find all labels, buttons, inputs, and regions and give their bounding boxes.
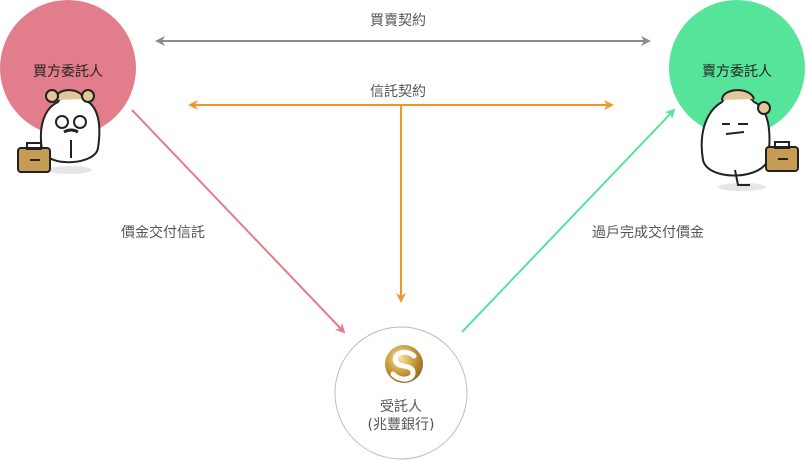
seller-node-circle	[669, 0, 805, 136]
payment-trust-label: 價金交付信託	[121, 225, 205, 241]
sale-contract-label: 買賣契約	[370, 13, 426, 29]
transfer-payment-arrow	[461, 108, 676, 333]
trustee-node-label: 受託人	[380, 399, 422, 415]
seller-node-label: 賣方委託人	[702, 64, 772, 80]
trustee-node-circle	[334, 326, 468, 460]
trustee-node-sublabel: (兆豐銀行)	[367, 417, 435, 433]
buyer-node-label: 買方委託人	[33, 64, 103, 80]
payment-trust-arrow	[131, 109, 346, 334]
seller-mascot-icon	[700, 89, 799, 191]
transfer-payment-label: 過戶完成交付價金	[592, 225, 704, 241]
trust-contract-label: 信託契約	[370, 84, 426, 100]
buyer-mascot-icon	[17, 89, 101, 174]
buyer-node-circle	[0, 0, 136, 136]
mega-bank-logo-icon	[385, 345, 423, 383]
